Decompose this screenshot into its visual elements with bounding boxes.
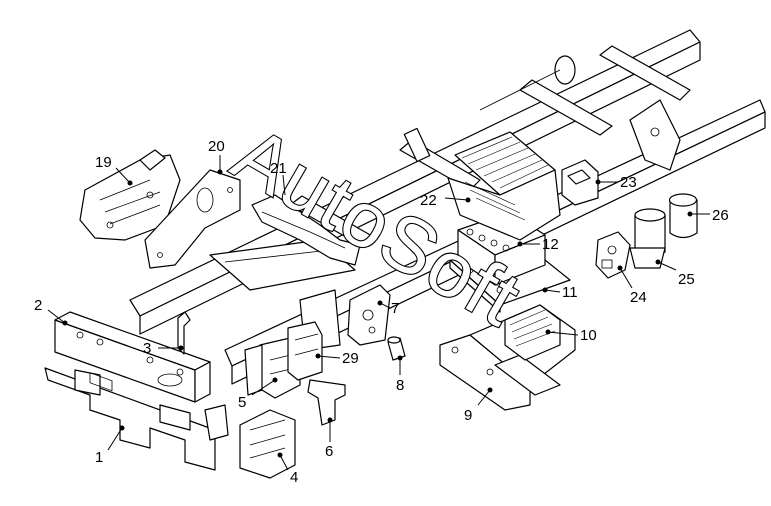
part-21-crossmember [251,192,361,266]
callout-11: 11 [562,284,578,301]
callout-22: 22 [420,192,437,209]
callout-labels: 1 2 3 4 5 6 7 8 9 10 11 12 19 20 21 22 2… [34,138,729,486]
part-22-battery-cover [447,131,561,241]
callout-2: 2 [34,297,42,314]
part-23-junction-box [561,159,601,206]
callout-29: 29 [342,350,359,367]
callout-4: 4 [290,469,298,486]
leader-lines [47,155,710,471]
callout-5: 5 [238,394,246,411]
callout-9: 9 [464,407,472,424]
callout-23: 23 [620,174,637,191]
part-29-bracket [287,321,323,381]
part-3-hook [177,311,191,355]
callout-21: 21 [270,160,287,177]
part-10-hold-down [504,304,561,361]
callout-25: 25 [678,271,695,288]
part-7-spring-hanger [347,284,391,346]
part-6-bracket [307,379,346,426]
part-26-filter-cartridge [668,193,698,239]
part-25-air-dryer [629,208,666,269]
callout-8: 8 [396,377,404,394]
callout-10: 10 [580,327,597,344]
callout-7: 7 [391,300,399,317]
part-1-lower-bumper-bracket [44,367,216,471]
part-4-mounting-bracket [204,404,296,479]
callout-19: 19 [95,154,112,171]
callout-26: 26 [712,207,729,224]
callout-3: 3 [143,340,151,357]
callout-24: 24 [630,289,647,306]
callout-6: 6 [325,443,333,460]
part-2-front-crossmember [54,311,211,403]
part-8-bushing [387,336,406,361]
callout-20: 20 [208,138,225,155]
callout-12: 12 [542,236,559,253]
callout-1: 1 [95,449,103,466]
part-20-side-plate [144,169,241,269]
part-24-valve [595,231,631,279]
